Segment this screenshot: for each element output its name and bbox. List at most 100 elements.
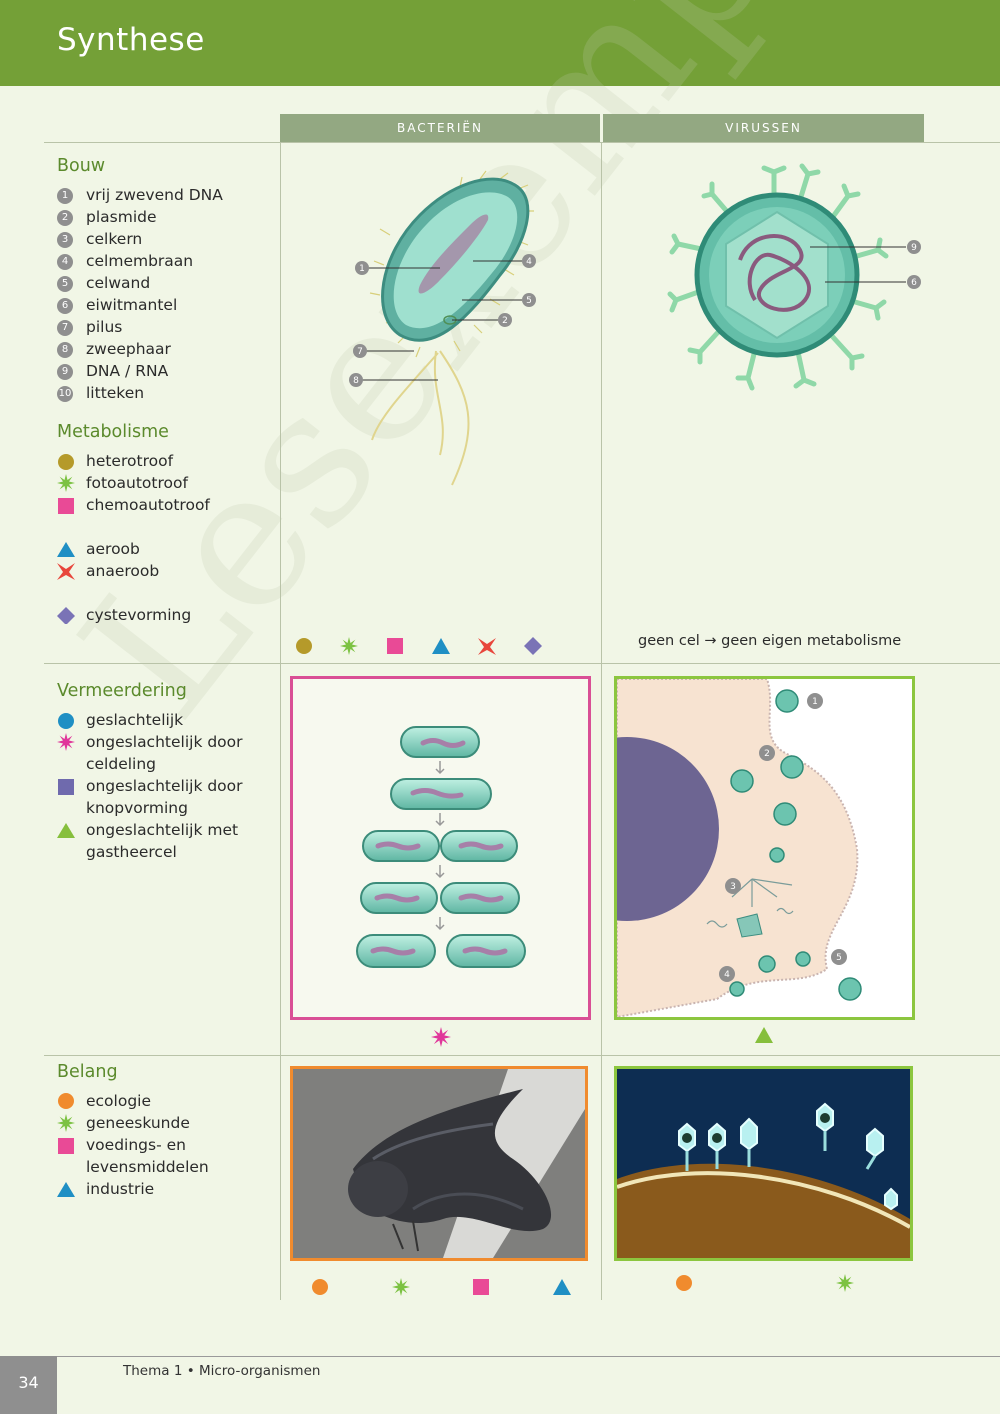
starburst-icon: [340, 637, 358, 655]
circle-icon: [58, 713, 74, 729]
legend-item: geneeskunde: [57, 1112, 209, 1134]
legend-label: ecologie: [86, 1092, 152, 1110]
legend-item: 7 pilus: [57, 316, 223, 338]
section-title-belang: Belang: [57, 1062, 118, 1082]
circle-icon: [676, 1275, 692, 1291]
bacterium-illustration: 1 4 5 2 7 8: [349, 170, 536, 486]
divider-metabolisme: [44, 663, 1000, 664]
dead-bird-photo: [290, 1066, 588, 1261]
number-badge: 7: [57, 320, 73, 336]
page-title: Synthese: [57, 22, 205, 58]
svg-text:7: 7: [357, 347, 363, 357]
starburst-icon: [57, 1114, 75, 1132]
legend-label: ongeslachtelijk door: [86, 777, 243, 795]
square-icon: [58, 1138, 74, 1154]
legend-item: ecologie: [57, 1090, 209, 1112]
section-title-metabolisme: Metabolisme: [57, 422, 169, 442]
circle-icon: [58, 1093, 74, 1109]
number-badge: 8: [57, 342, 73, 358]
svg-text:1: 1: [812, 697, 818, 707]
square-icon: [58, 779, 74, 795]
column-header-viruses: VIRUSSEN: [603, 114, 924, 142]
legend-label: industrie: [86, 1180, 155, 1198]
circle-icon: [312, 1279, 328, 1295]
bacteria-callouts: 1 4 5 2 7 8: [349, 254, 536, 387]
legend-label: vrij zwevend DNA: [86, 186, 223, 204]
svg-text:1: 1: [359, 264, 365, 274]
vermeerdering-legend: geslachtelijk ongeslachtelijk door celdel…: [57, 709, 243, 863]
legend-item: geslachtelijk: [57, 709, 243, 731]
number-badge: 10: [57, 386, 73, 402]
legend-item: 2 plasmide: [57, 206, 223, 228]
legend-label: pilus: [86, 318, 123, 336]
legend-label: ongeslachtelijk met: [86, 821, 239, 839]
starburst-icon: [836, 1274, 854, 1292]
number-badge: 1: [57, 188, 73, 204]
star4-icon: [57, 563, 75, 580]
legend-label: knopvorming: [86, 799, 188, 817]
square-icon: [473, 1279, 489, 1295]
legend-item: heterotroof: [57, 450, 210, 472]
svg-text:4: 4: [724, 970, 730, 980]
diamond-icon: [57, 607, 75, 624]
divider-vermeerdering: [44, 1055, 1000, 1056]
number-badge: 6: [57, 298, 73, 314]
virus-metabolism-note: geen cel → geen eigen metabolisme: [638, 633, 902, 649]
svg-text:3: 3: [730, 882, 736, 892]
svg-text:4: 4: [526, 257, 532, 267]
number-badge: 2: [57, 210, 73, 226]
legend-item: 6 eiwitmantel: [57, 294, 223, 316]
virus-belang-symbols: [676, 1274, 854, 1292]
virus-illustration: 9 6: [667, 163, 921, 391]
divider-col1: [280, 142, 281, 1300]
legend-label: heterotroof: [86, 452, 174, 470]
svg-text:2: 2: [502, 316, 508, 326]
legend-item: industrie: [57, 1178, 209, 1200]
triangle-icon: [553, 1279, 571, 1295]
number-badge: 9: [57, 364, 73, 380]
legend-label: fotoautotroof: [86, 474, 188, 492]
starburst-icon: [392, 1278, 410, 1296]
star4-icon: [478, 638, 496, 655]
starburst-icon: [431, 1027, 451, 1047]
svg-text:8: 8: [353, 376, 359, 386]
legend-label: cystevorming: [86, 606, 192, 624]
cell-division-illustration: [290, 676, 591, 1020]
legend-label: anaeroob: [86, 562, 160, 580]
legend-label: eiwitmantel: [86, 296, 178, 314]
legend-label: chemoautotroof: [86, 496, 210, 514]
legend-label: plasmide: [86, 208, 157, 226]
legend-label: aeroob: [86, 540, 140, 558]
triangle-icon: [432, 638, 450, 654]
svg-text:5: 5: [836, 953, 842, 963]
legend-label: geslachtelijk: [86, 711, 184, 729]
legend-item: chemoautotroof: [57, 494, 210, 516]
triangle-icon: [57, 823, 75, 838]
bacteria-metabolism-symbols: [296, 637, 542, 655]
svg-text:2: 2: [764, 749, 770, 759]
legend-item: cystevorming: [57, 604, 210, 626]
starburst-icon: [57, 474, 75, 492]
legend-item: ongeslachtelijk door knopvorming: [57, 775, 243, 819]
footer-chapter: Thema 1 • Micro-organismen: [123, 1363, 321, 1379]
triangle-icon: [57, 1182, 75, 1197]
legend-label: celdeling: [86, 755, 157, 773]
legend-item: 1 vrij zwevend DNA: [57, 184, 223, 206]
divider-col2: [601, 142, 602, 1300]
legend-label: levensmiddelen: [86, 1158, 209, 1176]
legend-label: celmembraan: [86, 252, 194, 270]
legend-label: gastheercel: [86, 843, 177, 861]
svg-text:6: 6: [911, 278, 917, 288]
legend-label: geneeskunde: [86, 1114, 190, 1132]
legend-label: celwand: [86, 274, 151, 292]
circle-icon: [296, 638, 312, 654]
legend-label: zweephaar: [86, 340, 171, 358]
svg-text:5: 5: [526, 296, 532, 306]
starburst-icon: [57, 733, 75, 751]
legend-label: DNA / RNA: [86, 362, 169, 380]
